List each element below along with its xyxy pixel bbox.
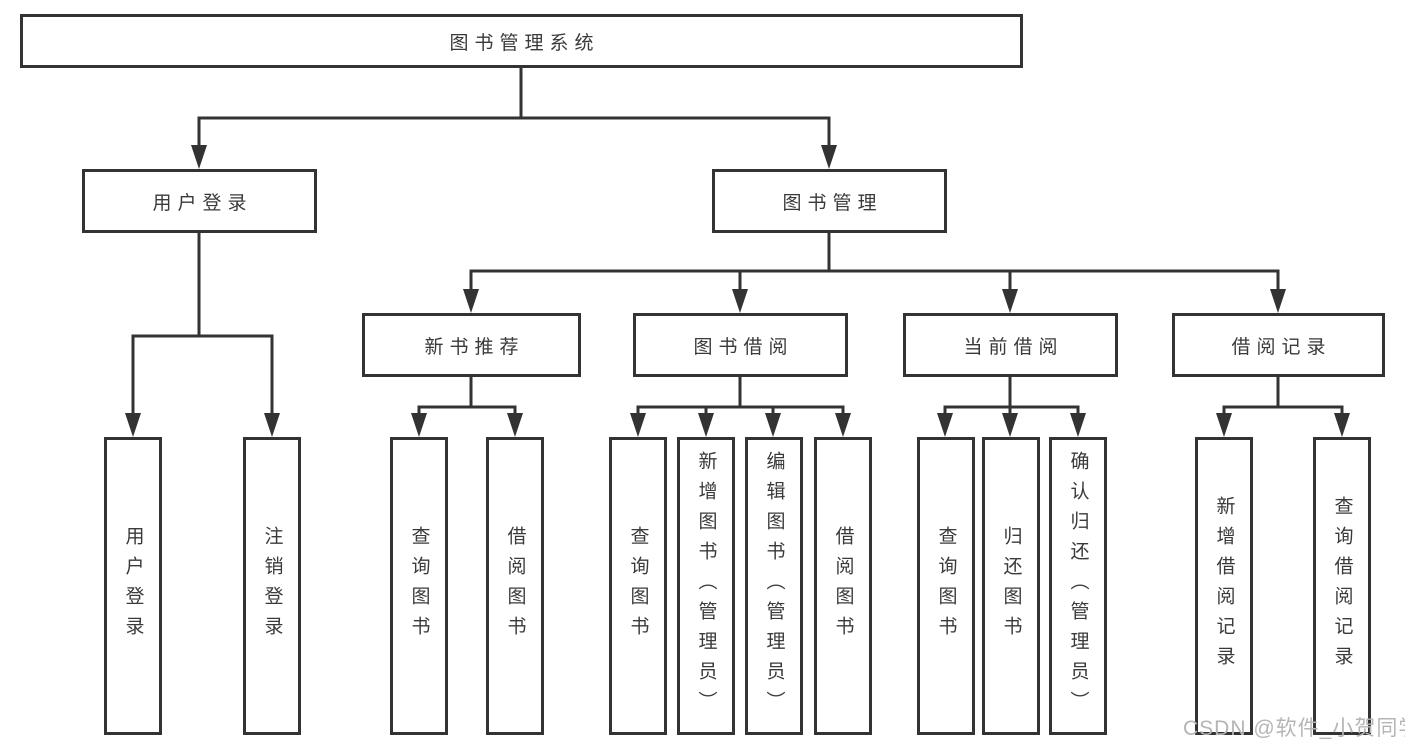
node-book-borrow: 图书借阅 bbox=[633, 313, 848, 377]
leaf-current-return: 归还图书 bbox=[982, 437, 1040, 735]
node-new-book-recommend: 新书推荐 bbox=[362, 313, 581, 377]
leaf-borrow-query: 查询图书 bbox=[609, 437, 667, 735]
node-root: 图书管理系统 bbox=[20, 14, 1023, 68]
csdn-watermark: CSDN @软件_小贺同学 bbox=[1183, 717, 1405, 740]
leaf-record-add: 新增借阅记录 bbox=[1195, 437, 1253, 735]
node-current-borrow: 当前借阅 bbox=[903, 313, 1118, 377]
leaf-current-confirm-admin: 确认归还（管理员） bbox=[1049, 437, 1107, 735]
leaf-current-query: 查询图书 bbox=[917, 437, 975, 735]
leaf-borrow-edit-admin: 编辑图书（管理员） bbox=[745, 437, 803, 735]
node-borrow-records: 借阅记录 bbox=[1172, 313, 1385, 377]
node-book-management: 图书管理 bbox=[712, 169, 947, 233]
leaf-newbook-query: 查询图书 bbox=[390, 437, 448, 735]
leaf-record-query: 查询借阅记录 bbox=[1313, 437, 1371, 735]
leaf-newbook-borrow: 借阅图书 bbox=[486, 437, 544, 735]
node-user-login: 用户登录 bbox=[82, 169, 317, 233]
leaf-logout: 注销登录 bbox=[243, 437, 301, 735]
leaf-borrow-borrow: 借阅图书 bbox=[814, 437, 872, 735]
leaf-user-login: 用户登录 bbox=[104, 437, 162, 735]
leaf-borrow-add-admin: 新增图书（管理员） bbox=[677, 437, 735, 735]
